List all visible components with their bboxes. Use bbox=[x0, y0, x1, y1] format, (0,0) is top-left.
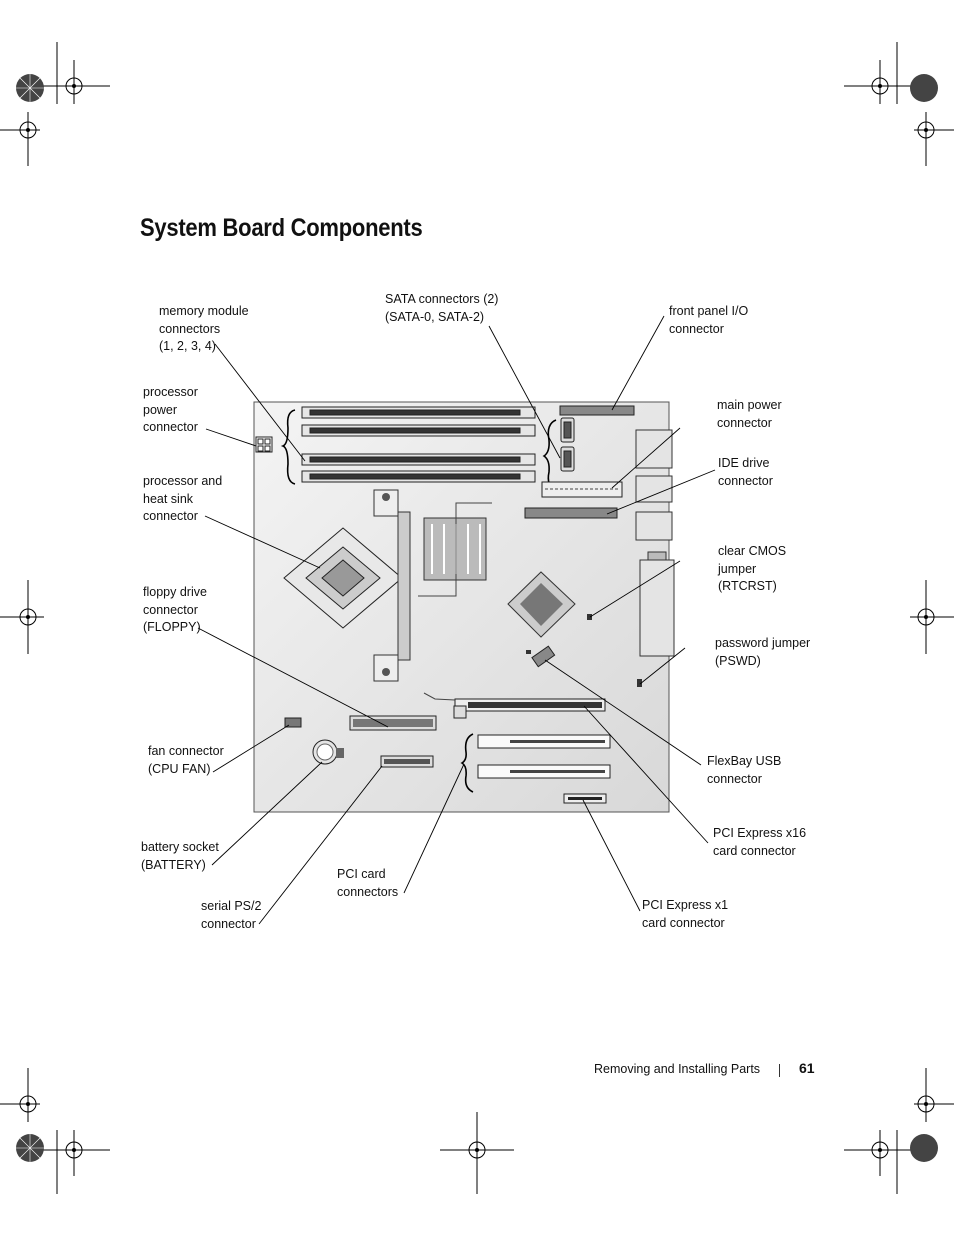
label-sata-connectors: SATA connectors (2) (SATA-0, SATA-2) bbox=[385, 292, 499, 324]
label-processor-power-connector: processor power connector bbox=[143, 385, 198, 434]
sata-bracket bbox=[542, 419, 557, 491]
label-ide-connector: IDE drive connector bbox=[718, 456, 773, 488]
label-main-power-connector: main power connector bbox=[717, 398, 782, 430]
processor-socket bbox=[283, 527, 403, 629]
label-front-panel-connector: front panel I/O connector bbox=[669, 304, 749, 336]
front-panel-connector bbox=[559, 405, 635, 416]
pci-bracket bbox=[460, 733, 474, 793]
label-fan-connector: fan connector (CPU FAN) bbox=[148, 744, 224, 776]
ide-connector bbox=[524, 507, 618, 519]
fan-connector bbox=[284, 717, 302, 728]
label-pci-connectors: PCI card connectors bbox=[337, 867, 399, 899]
label-pcie-x16-connector: PCI Express x16 card connector bbox=[713, 826, 807, 858]
label-pcie-x1-connector: PCI Express x1 card connector bbox=[642, 898, 729, 930]
label-clear-cmos-jumper: clear CMOS jumper (RTCRST) bbox=[718, 544, 787, 593]
label-serial-connector: serial PS/2 connector bbox=[201, 899, 262, 931]
memory-bracket bbox=[280, 409, 296, 485]
label-password-jumper: password jumper (PSWD) bbox=[715, 636, 811, 668]
processor-power-connector bbox=[255, 436, 273, 453]
label-floppy-connector: floppy drive connector (FLOPPY) bbox=[143, 585, 207, 634]
label-memory-connectors: memory module connectors (1, 2, 3, 4) bbox=[159, 304, 249, 353]
label-flexbay-usb-connector: FlexBay USB connector bbox=[707, 754, 782, 786]
label-processor-heatsink-connector: processor and heat sink connector bbox=[143, 474, 223, 523]
sata-connectors bbox=[560, 417, 575, 472]
page-number: 61 bbox=[799, 1060, 815, 1076]
password-jumper bbox=[637, 679, 642, 687]
memory-slots bbox=[301, 406, 536, 483]
footer-section-title: Removing and Installing Parts bbox=[594, 1062, 761, 1076]
clear-cmos-jumper bbox=[587, 614, 592, 620]
page-title: System Board Components bbox=[140, 214, 423, 242]
footer-separator bbox=[779, 1064, 780, 1077]
label-battery-socket: battery socket (BATTERY) bbox=[141, 840, 219, 872]
